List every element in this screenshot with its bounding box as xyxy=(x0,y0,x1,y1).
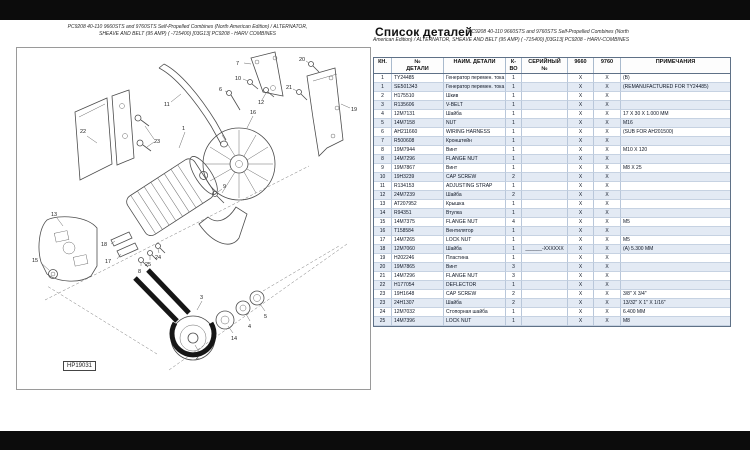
callout-20: 20 xyxy=(299,57,305,63)
callout-8: 8 xyxy=(138,269,141,275)
callout-17: 17 xyxy=(105,259,111,265)
left-header-line2: SHEAVE AND BELT (95 AMP) ( -715400) [03G… xyxy=(98,30,276,37)
callout-9: 9 xyxy=(223,184,226,190)
col-part-name: НАИМ. ДЕТАЛИ xyxy=(444,58,506,73)
callout-2: 2 xyxy=(196,355,199,361)
col-part-number: № ДЕТАЛИ xyxy=(392,58,444,73)
parts-list-header-line2: American Edition) / ALTERNATOR, SHEAVE A… xyxy=(373,36,630,43)
parts-list-title: Список деталей xyxy=(375,25,473,39)
left-page-header: PC9208 40-110 9660STS and 9760STS Self-P… xyxy=(10,24,365,37)
alternator-diagram-drawing: 22 23 11 6 7 10 12 20 21 19 16 1 9 13 15… xyxy=(32,51,357,371)
callout-7: 7 xyxy=(236,61,239,67)
col-serial: СЕРИЙНЫЙ № xyxy=(522,58,568,73)
parts-list-header-line1: PC9208 40-110 9660STS and 9760STS Self-P… xyxy=(468,29,629,35)
catalog-page: PC9208 40-110 9660STS and 9760STS Self-P… xyxy=(0,20,750,431)
callout-24: 24 xyxy=(155,255,161,261)
callout-1: 1 xyxy=(182,126,185,132)
callout-23: 23 xyxy=(154,139,160,145)
callout-14: 14 xyxy=(231,336,237,342)
callout-5: 5 xyxy=(264,314,267,320)
figure-label: HP19031 xyxy=(63,361,97,371)
callout-21: 21 xyxy=(286,85,292,91)
col-9660: 9660 xyxy=(568,58,594,73)
exploded-diagram: 22 23 11 6 7 10 12 20 21 19 16 1 9 13 15… xyxy=(16,47,371,390)
callout-10: 10 xyxy=(235,76,241,82)
col-item: КН. xyxy=(374,58,392,73)
col-remarks: ПРИМЕЧАНИЯ xyxy=(655,59,696,65)
left-header-line1: PC9208 40-110 9660STS and 9760STS Self-P… xyxy=(67,24,308,30)
parts-table-header: КН. № ДЕТАЛИ НАИМ. ДЕТАЛИ К- ВО СЕРИЙНЫЙ… xyxy=(374,58,730,74)
callout-13: 13 xyxy=(51,212,57,218)
col-qty: К- ВО xyxy=(506,58,522,73)
callout-22: 22 xyxy=(80,129,86,135)
callout-15: 15 xyxy=(32,258,38,264)
callout-25: 25 xyxy=(145,262,151,268)
callout-6: 6 xyxy=(219,87,222,93)
callout-3: 3 xyxy=(200,295,203,301)
callout-11: 11 xyxy=(164,102,170,108)
parts-table: КН. № ДЕТАЛИ НАИМ. ДЕТАЛИ К- ВО СЕРИЙНЫЙ… xyxy=(373,57,731,327)
callout-19: 19 xyxy=(351,107,357,113)
callout-18: 18 xyxy=(101,242,107,248)
callout-4: 4 xyxy=(248,324,251,330)
callout-16: 16 xyxy=(250,110,256,116)
callout-12: 12 xyxy=(258,100,264,106)
col-9760: 9760 xyxy=(594,58,621,73)
